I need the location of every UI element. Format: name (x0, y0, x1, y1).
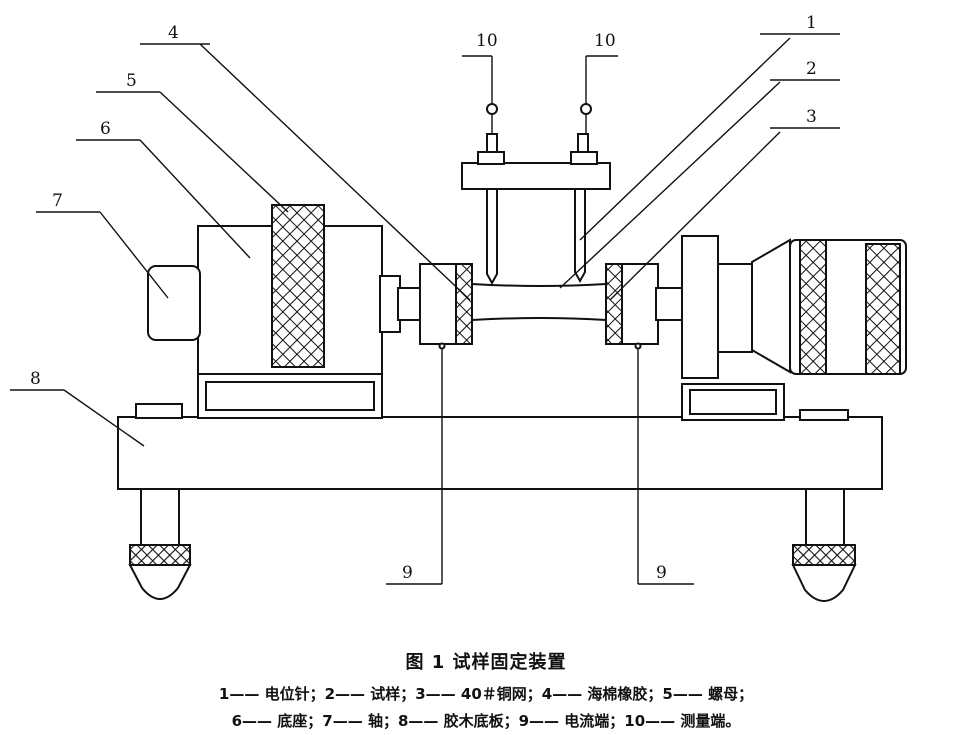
specimen-fixture-diagram: 10 10 1 2 3 4 5 6 7 8 9 9 (10, 13, 907, 602)
label-4: 4 (168, 23, 179, 43)
label-10-left: 10 (476, 31, 498, 51)
figure-legend-line-2: 6—— 底座；7—— 轴；8—— 胶木底板；9—— 电流端；10—— 测量端。 (231, 712, 741, 730)
label-9-right: 9 (656, 563, 667, 583)
label-3: 3 (806, 107, 817, 127)
left-clamp (419, 263, 473, 345)
right-foot (791, 488, 857, 602)
label-2: 2 (806, 59, 817, 79)
label-5: 5 (126, 71, 137, 91)
figure-title: 图 1 试样固定装置 (405, 652, 567, 673)
right-clamp (605, 263, 683, 345)
specimen (471, 282, 607, 322)
label-9-left: 9 (402, 563, 413, 583)
label-10-right: 10 (594, 31, 616, 51)
left-nut (271, 204, 325, 368)
potential-pin-assembly (461, 56, 611, 286)
label-6: 6 (100, 119, 111, 139)
label-8: 8 (30, 369, 41, 389)
leader-lines (10, 33, 840, 585)
label-7: 7 (52, 191, 63, 211)
figure-legend-line-1: 1—— 电位针；2—— 试样；3—— 40＃铜网；4—— 海棉橡胶；5—— 螺母… (218, 685, 754, 703)
right-seat-assembly (681, 235, 907, 421)
left-foot (128, 488, 192, 600)
left-seat-assembly (147, 204, 425, 419)
shaft (147, 265, 201, 341)
label-1: 1 (806, 13, 817, 33)
bakelite-base-plate (117, 403, 883, 490)
